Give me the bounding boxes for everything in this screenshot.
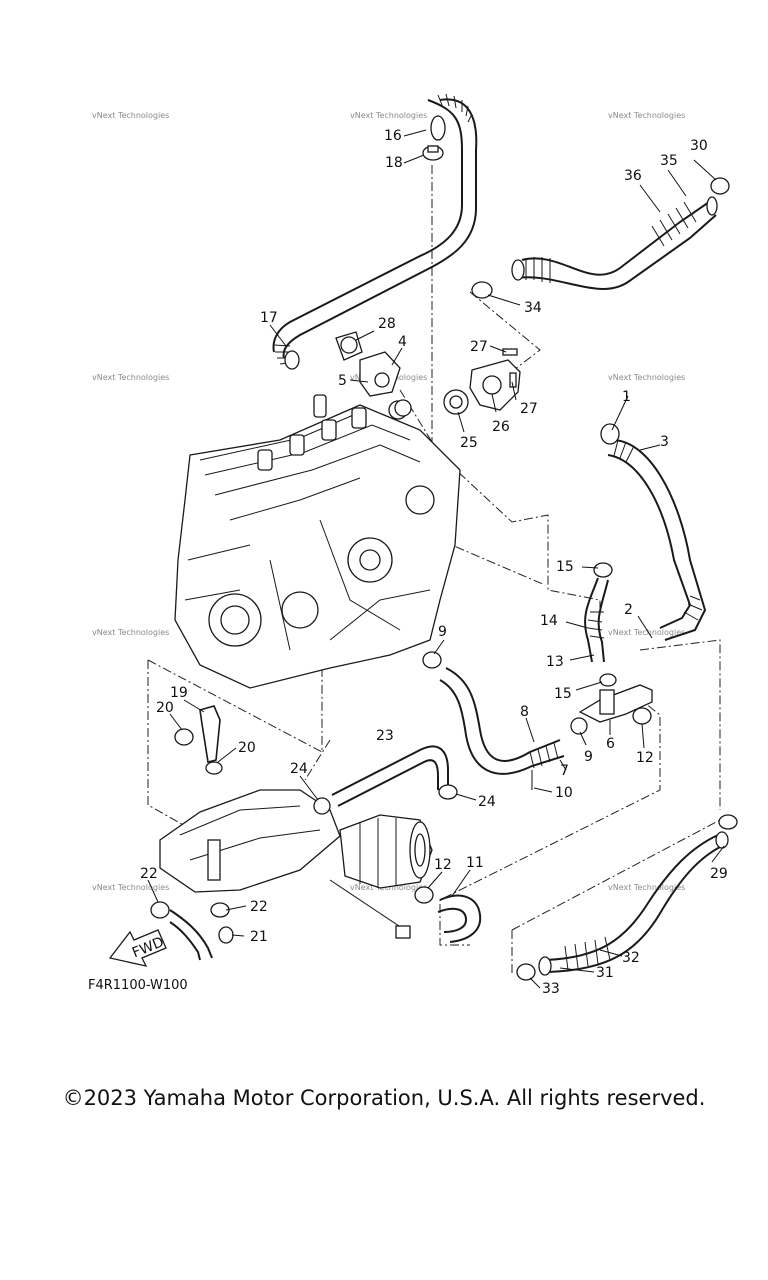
watermark: vNext Technologies xyxy=(350,111,427,120)
hose-17 xyxy=(272,93,478,370)
leader-lines xyxy=(147,129,725,989)
watermark: vNext Technologies xyxy=(608,111,685,120)
callout-6: 6 xyxy=(606,736,615,752)
callout-36: 36 xyxy=(624,168,642,184)
callout-15-bottom: 15 xyxy=(554,686,572,702)
thermostat-parts xyxy=(335,331,521,417)
copyright-notice: ©2023 Yamaha Motor Corporation, U.S.A. A… xyxy=(62,1086,706,1110)
drawing-code: F4R1100-W100 xyxy=(88,978,188,993)
callout-9-top: 9 xyxy=(438,624,447,640)
hose-32 xyxy=(516,814,738,981)
callout-22-right: 22 xyxy=(250,899,268,915)
clamp-34 xyxy=(471,281,493,299)
callout-30: 30 xyxy=(690,138,708,154)
exhaust-manifold xyxy=(159,789,433,939)
callout-22-left: 22 xyxy=(140,866,158,882)
callout-12-bottom: 12 xyxy=(434,857,452,873)
watermark: vNext Technologies xyxy=(608,373,685,382)
watermark: vNext Technologies xyxy=(350,883,427,892)
callout-3: 3 xyxy=(660,434,669,450)
hose-23 xyxy=(313,745,458,815)
watermark: vNext Technologies xyxy=(608,628,685,637)
callouts: 16 18 17 28 4 5 27 27 26 25 1 3 30 35 36… xyxy=(140,128,728,997)
callout-10: 10 xyxy=(555,785,573,801)
callout-12-right: 12 xyxy=(636,750,654,766)
joint-6 xyxy=(570,673,653,735)
callout-27-bottom: 27 xyxy=(520,401,538,417)
callout-17: 17 xyxy=(260,310,278,326)
engine-block xyxy=(174,394,461,689)
callout-18: 18 xyxy=(385,155,403,171)
callout-23: 23 xyxy=(376,728,394,744)
callout-29: 29 xyxy=(710,866,728,882)
callout-7: 7 xyxy=(560,763,569,779)
callout-15-top: 15 xyxy=(556,559,574,575)
callout-33: 33 xyxy=(542,981,560,997)
callout-8: 8 xyxy=(520,704,529,720)
callout-1: 1 xyxy=(622,389,631,405)
hose-3 xyxy=(600,423,707,641)
callout-28: 28 xyxy=(378,316,396,332)
callout-20-left: 20 xyxy=(156,700,174,716)
clamp-18 xyxy=(422,145,444,161)
callout-32: 32 xyxy=(622,950,640,966)
callout-14: 14 xyxy=(540,613,558,629)
hose-35 xyxy=(511,196,718,290)
watermark: vNext Technologies xyxy=(92,628,169,637)
callout-27-top: 27 xyxy=(470,339,488,355)
callout-31: 31 xyxy=(596,965,614,981)
callout-19: 19 xyxy=(170,685,188,701)
callout-34: 34 xyxy=(524,300,542,316)
callout-13: 13 xyxy=(546,654,564,670)
watermark: vNext Technologies xyxy=(92,373,169,382)
hose-21 xyxy=(150,901,234,961)
cooling-hose-diagram: vNext Technologies vNext Technologies vN… xyxy=(88,93,738,997)
fwd-label: FWD xyxy=(130,934,166,961)
callout-11: 11 xyxy=(466,855,484,871)
callout-25: 25 xyxy=(460,435,478,451)
callout-16: 16 xyxy=(384,128,402,144)
callout-35: 35 xyxy=(660,153,678,169)
hose-11 xyxy=(414,886,482,943)
callout-24-right: 24 xyxy=(478,794,496,810)
hose-19 xyxy=(174,705,223,775)
hose-14 xyxy=(584,562,613,663)
watermark: vNext Technologies xyxy=(92,883,169,892)
hose-8 xyxy=(422,651,565,790)
callout-20-right: 20 xyxy=(238,740,256,756)
callout-4: 4 xyxy=(398,334,407,350)
callout-9-bottom: 9 xyxy=(584,749,593,765)
callout-2: 2 xyxy=(624,602,633,618)
watermark: vNext Technologies xyxy=(92,111,169,120)
callout-5: 5 xyxy=(338,373,347,389)
callout-21: 21 xyxy=(250,929,268,945)
fwd-arrow: FWD xyxy=(108,929,167,967)
watermark: vNext Technologies xyxy=(608,883,685,892)
clamp-30 xyxy=(710,177,730,195)
callout-24-left: 24 xyxy=(290,761,308,777)
callout-26: 26 xyxy=(492,419,510,435)
